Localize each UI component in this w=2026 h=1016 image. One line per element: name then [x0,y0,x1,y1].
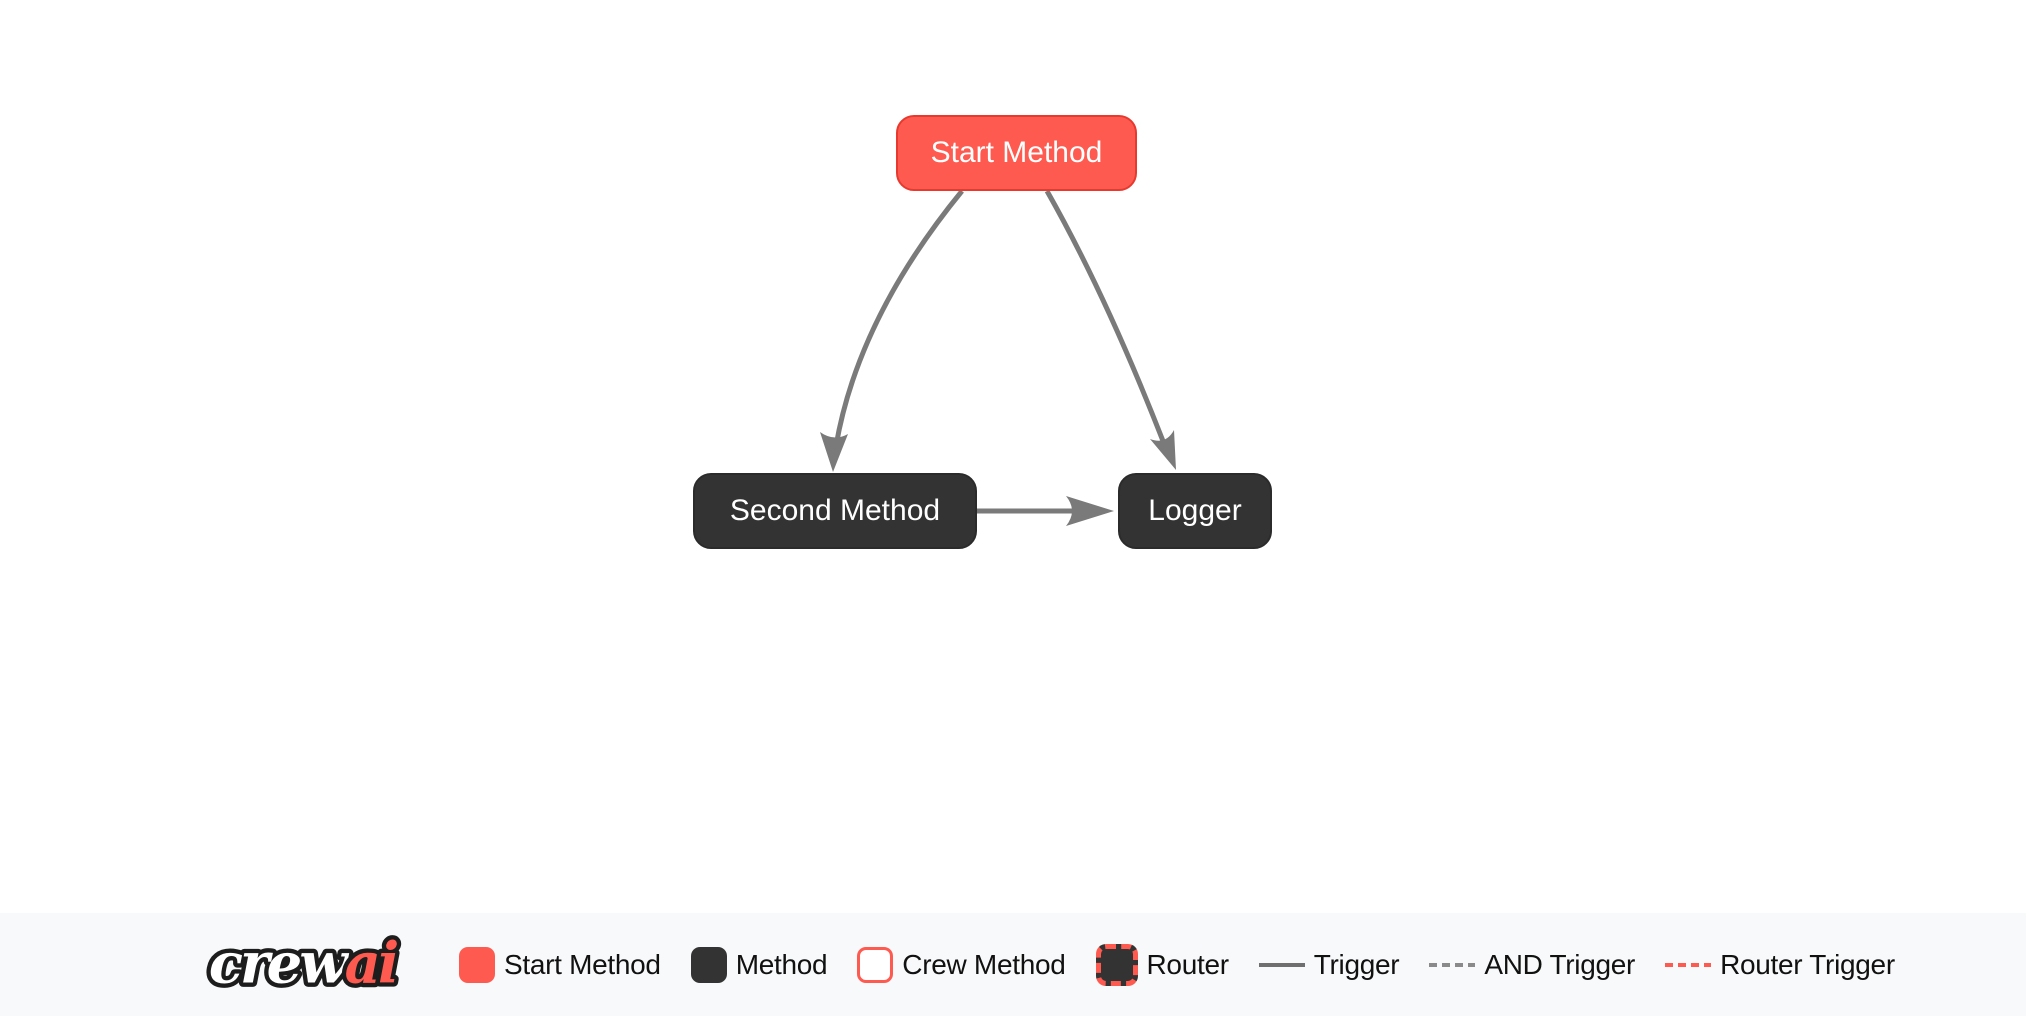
legend-label: Method [735,948,828,980]
edge-start-to-second[interactable] [820,189,964,472]
legend-item-router-trigger: Router Trigger [1665,949,1895,981]
arrowhead-second-to-logger [1066,496,1114,526]
crewai-logo-text: crewai [209,930,397,996]
legend-item-trigger: Trigger [1258,948,1400,981]
edge-start-to-logger-line [1044,189,1166,442]
edge-start-to-logger[interactable] [1044,189,1176,470]
node-logger[interactable]: Logger [1118,473,1272,549]
crew-method-swatch [857,946,894,983]
node-second-method[interactable]: Second Method [693,473,977,549]
flow-canvas[interactable]: Start Method Second Method Logger [0,0,2026,913]
legend-items: Start Method Method Crew Method Router T… [459,943,1895,986]
legend-label: Router [1146,948,1230,980]
logo-crew-part: crew [209,930,349,996]
and-trigger-line-swatch [1429,962,1476,967]
legend-item-router: Router [1095,943,1230,986]
edge-second-to-logger[interactable] [977,496,1114,526]
edges-layer [820,189,1176,526]
legend-label: Router Trigger [1720,948,1895,980]
crewai-logo: crewai crewai [205,926,409,1004]
arrowhead-start-to-logger [1150,430,1176,470]
legend-bar: crewai crewai Start Method Method Crew M… [0,913,2026,1016]
arrowhead-start-to-second [820,432,848,472]
legend-item-method: Method [690,946,828,983]
legend-item-start-method: Start Method [459,946,661,983]
node-start-method[interactable]: Start Method [896,115,1137,191]
legend-item-and-trigger: AND Trigger [1429,949,1635,981]
router-swatch [1095,943,1138,986]
start-node-swatch [459,946,495,983]
edge-start-to-second-line [833,189,964,447]
router-trigger-line-swatch [1665,962,1712,967]
trigger-line-swatch [1258,962,1305,967]
legend-label: Start Method [504,948,661,980]
legend-label: Trigger [1313,948,1400,980]
legend-label: AND Trigger [1484,948,1636,980]
legend-label: Crew Method [902,948,1066,980]
legend-item-crew-method: Crew Method [857,946,1066,983]
method-node-swatch [690,946,727,983]
logo-ai-part: ai [345,930,397,996]
